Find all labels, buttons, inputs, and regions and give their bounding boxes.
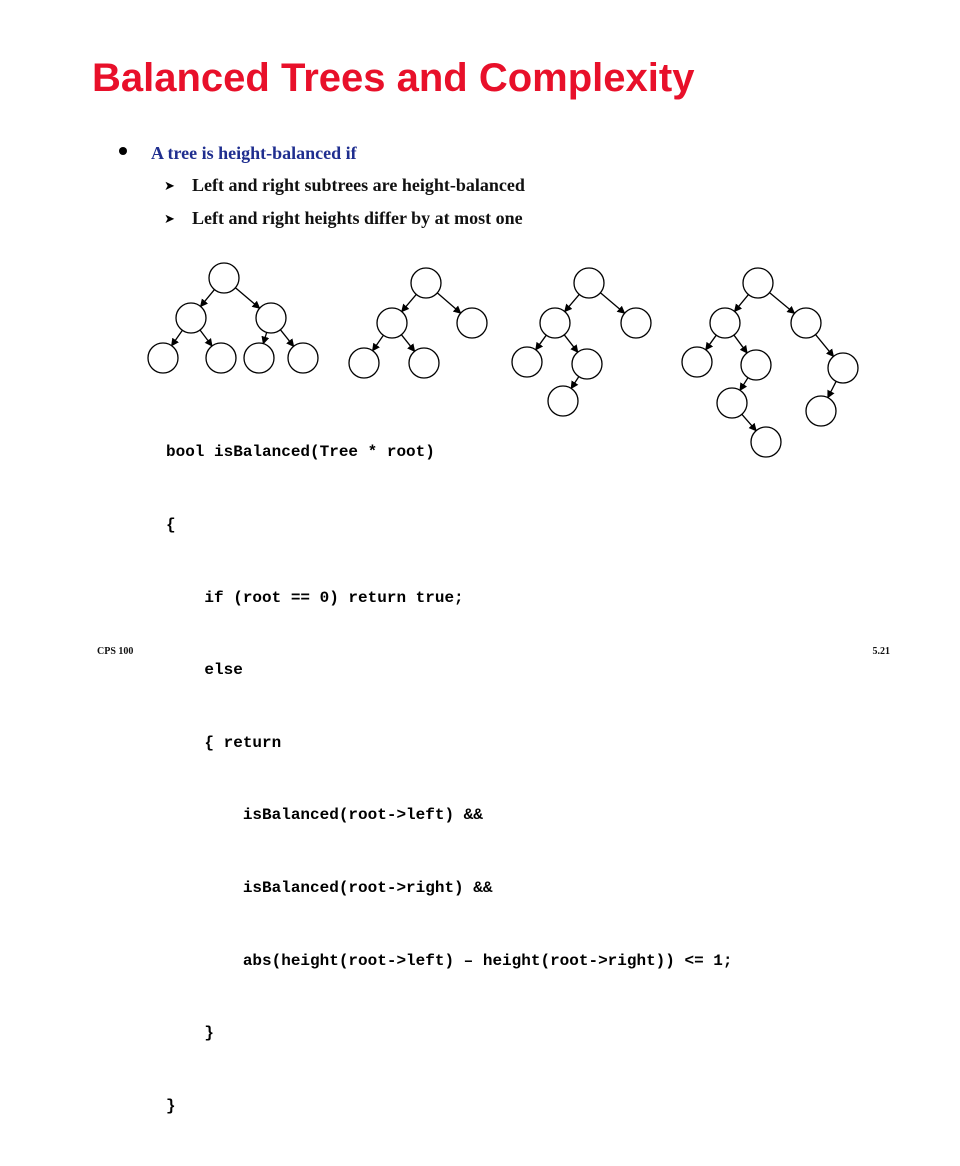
subbullet-2: Left and right heights differ by at most… bbox=[192, 208, 523, 228]
tree-2-node bbox=[376, 307, 408, 339]
tree-4-node bbox=[790, 307, 822, 339]
tree-1-node bbox=[287, 342, 319, 374]
tree-1-edge bbox=[261, 332, 270, 345]
tree-2-edge bbox=[436, 292, 462, 314]
tree-4-edge bbox=[769, 292, 796, 315]
tree-3-node bbox=[571, 348, 603, 380]
tree-4-edge bbox=[705, 334, 717, 351]
tree-4-node bbox=[827, 352, 859, 384]
tree-3-edge bbox=[570, 376, 580, 390]
tree-3-node bbox=[511, 346, 543, 378]
slide: Balanced Trees and Complexity A tree is … bbox=[92, 56, 891, 1115]
tree-diagrams bbox=[147, 262, 859, 458]
code-line: } bbox=[166, 1096, 176, 1115]
tree-4-node bbox=[716, 387, 748, 419]
bullet-dot-icon bbox=[119, 147, 127, 155]
code-line: if (root == 0) return true; bbox=[166, 588, 464, 607]
code-line: else bbox=[166, 661, 243, 680]
tree-2-node bbox=[456, 307, 488, 339]
tree-1-edge bbox=[171, 329, 183, 347]
code-line: isBalanced(root->right) && bbox=[166, 878, 493, 897]
tree-4-node bbox=[709, 307, 741, 339]
tree-2-node bbox=[408, 347, 440, 379]
tree-1-edge bbox=[199, 289, 215, 308]
subbullet-1: Left and right subtrees are height-balan… bbox=[192, 175, 525, 195]
arrow-bullet-icon: ➤ bbox=[164, 212, 175, 227]
bullet-text: A tree is height-balanced if bbox=[151, 143, 357, 163]
tree-4-edge bbox=[739, 377, 749, 392]
tree-4-node bbox=[742, 267, 774, 299]
tree-1-node bbox=[255, 302, 287, 334]
tree-1-node bbox=[208, 262, 240, 294]
tree-2-node bbox=[410, 267, 442, 299]
tree-3-node bbox=[573, 267, 605, 299]
tree-3-node bbox=[620, 307, 652, 339]
code-line: { bbox=[166, 516, 176, 534]
tree-4-edge bbox=[741, 413, 757, 432]
tree-4-edge bbox=[827, 381, 837, 399]
tree-4-node bbox=[750, 426, 782, 458]
tree-3-edge bbox=[564, 294, 580, 313]
code-line: { return bbox=[166, 733, 282, 752]
tree-1-edge bbox=[279, 329, 295, 348]
tree-1-edge bbox=[199, 329, 213, 347]
tree-4-node bbox=[805, 395, 837, 427]
tree-4-node bbox=[681, 346, 713, 378]
tree-4-node bbox=[740, 349, 772, 381]
tree-2-edge bbox=[372, 334, 384, 352]
tree-2-node bbox=[348, 347, 380, 379]
tree-3-node bbox=[547, 385, 579, 417]
footer-page-number: 5.21 bbox=[872, 646, 891, 657]
slide-title: Balanced Trees and Complexity bbox=[92, 56, 695, 100]
footer-course: CPS 100 bbox=[97, 646, 134, 657]
tree-3-node bbox=[539, 307, 571, 339]
tree-3-edge bbox=[563, 334, 579, 353]
tree-1-node bbox=[243, 342, 275, 374]
tree-4-edge bbox=[733, 294, 749, 313]
code-line: abs(height(root->left) – height(root->ri… bbox=[166, 951, 733, 970]
tree-2-edge bbox=[401, 294, 417, 313]
arrow-bullet-icon: ➤ bbox=[164, 179, 175, 194]
tree-3-edge bbox=[535, 334, 547, 351]
code-block: bool isBalanced(Tree * root) { if (root … bbox=[166, 392, 733, 1166]
tree-4-edge bbox=[815, 334, 835, 358]
tree-2-edge bbox=[400, 334, 416, 353]
tree-3-edge bbox=[600, 292, 626, 314]
code-line: } bbox=[166, 1024, 215, 1043]
tree-1-node bbox=[147, 342, 179, 374]
tree-1-node bbox=[205, 342, 237, 374]
tree-1-edge bbox=[235, 287, 261, 309]
code-line: bool isBalanced(Tree * root) bbox=[166, 443, 435, 462]
tree-1-node bbox=[175, 302, 207, 334]
code-line: isBalanced(root->left) && bbox=[166, 806, 483, 825]
tree-4-edge bbox=[733, 334, 748, 354]
